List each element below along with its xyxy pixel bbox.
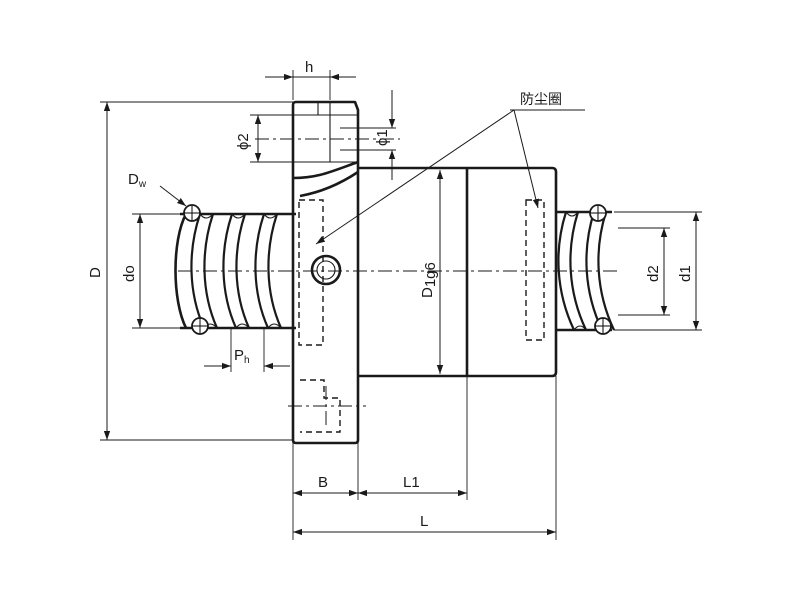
dim-d0: [132, 213, 180, 329]
label-d1: d1: [677, 265, 694, 282]
dim-phi2: [250, 114, 330, 163]
label-dw: Dw: [128, 171, 147, 190]
label-l: L: [420, 513, 428, 530]
ball-left-bottom: [191, 317, 209, 335]
label-l1: L1: [403, 474, 420, 491]
dim-d2: [618, 227, 670, 316]
label-d1g6: D1g6: [419, 262, 439, 298]
leader-dust-seal: [315, 109, 585, 245]
leader-dw: [159, 185, 187, 207]
ball-right-bottom: [594, 317, 612, 335]
dim-h: [265, 70, 356, 100]
dim-ph: [204, 328, 290, 372]
label-d-outer: D: [87, 267, 104, 278]
label-d2: d2: [645, 265, 662, 282]
label-ph: Ph: [234, 347, 250, 366]
ball-right-top: [589, 204, 607, 222]
dim-d1: [614, 211, 702, 331]
dim-phi1: [340, 90, 396, 180]
nut-body: [298, 166, 558, 378]
label-phi1: ϕ1: [374, 129, 391, 146]
label-phi2: ϕ2: [235, 133, 252, 150]
label-dust-seal: 防尘圈: [520, 91, 562, 107]
dim-d-outer: [100, 101, 293, 441]
dim-b-l1: [292, 376, 557, 540]
ball-left-top: [183, 204, 201, 222]
label-d0: do: [121, 265, 138, 282]
label-b: B: [318, 474, 328, 491]
label-h: h: [305, 59, 313, 76]
